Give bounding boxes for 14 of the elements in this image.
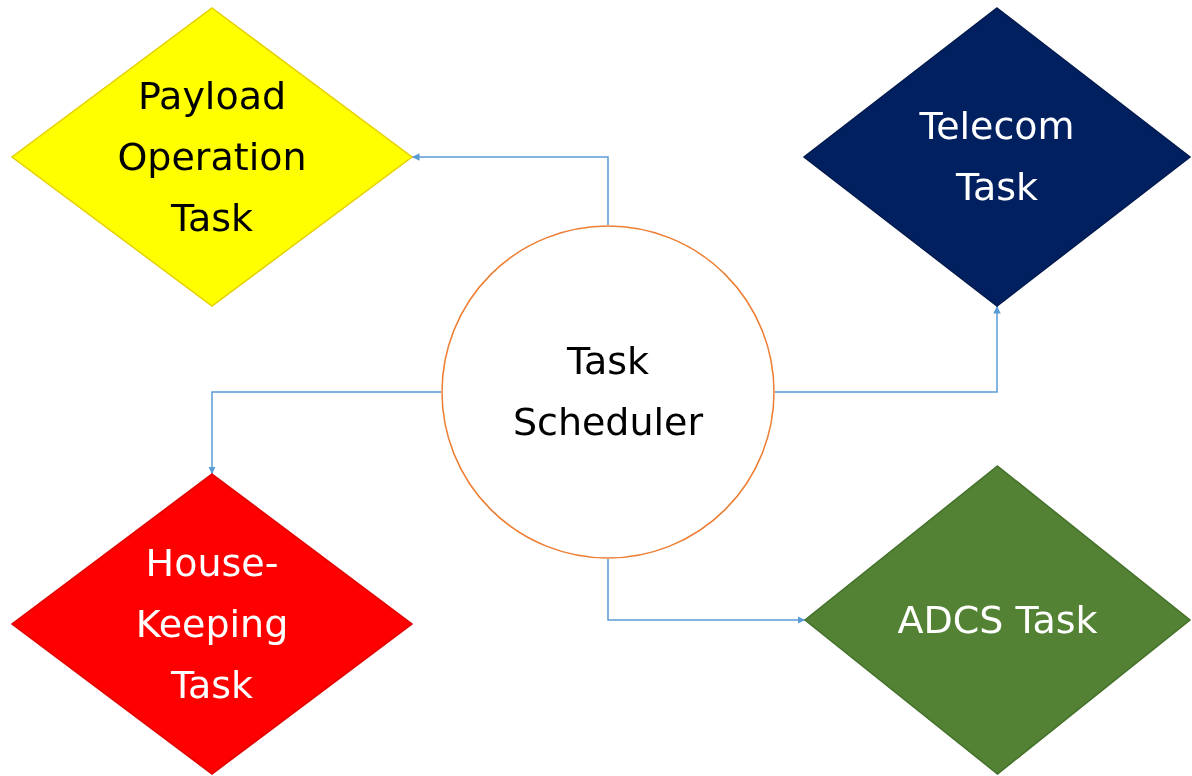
arrow [208, 391, 442, 475]
scheduler-circle [441, 225, 775, 559]
task-diamond [802, 7, 1192, 307]
task-diamond [803, 465, 1192, 775]
node-label: Telecom Task [918, 103, 1076, 211]
node-label: Task Scheduler [511, 338, 705, 446]
node-label: House-Keeping Task [134, 539, 290, 709]
arrow [607, 558, 806, 624]
node-label: Payload Operation Task [116, 72, 308, 242]
arrow [774, 305, 1001, 393]
task-diamond [10, 7, 414, 307]
arrow [411, 153, 609, 226]
node-label: ADCS Task [897, 596, 1098, 644]
task-diamond [10, 473, 414, 775]
